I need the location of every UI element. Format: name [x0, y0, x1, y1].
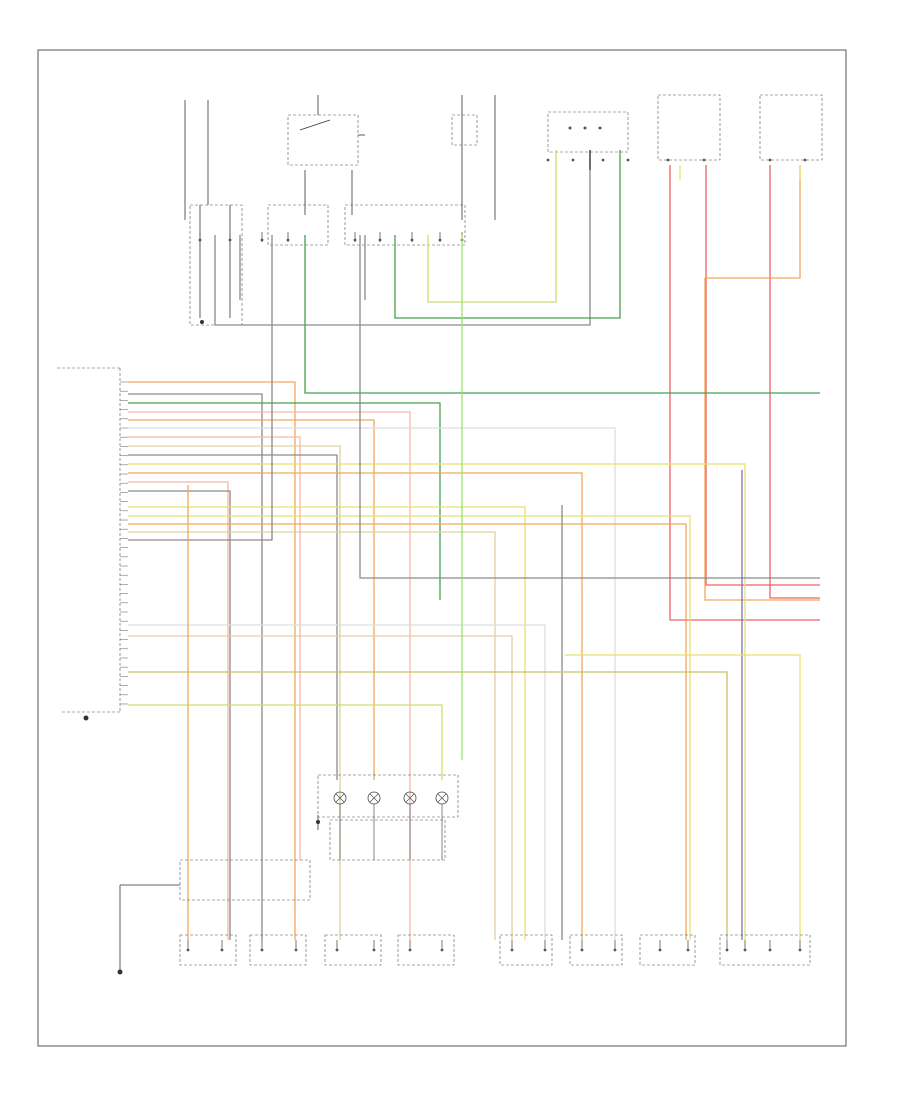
bottom-pin-terminal	[725, 948, 729, 952]
fuse-right	[451, 95, 496, 220]
bottom-pin-terminal	[743, 948, 747, 952]
lamp-icon	[435, 791, 449, 805]
right-component-1	[657, 94, 721, 161]
pin-terminal	[666, 158, 670, 162]
bottom-pin-terminal	[543, 948, 547, 952]
top-left-supply	[184, 100, 243, 326]
module-pin-column	[120, 381, 128, 705]
ground-icon	[316, 820, 320, 824]
bottom-pin-terminal	[613, 948, 617, 952]
pin-terminal	[803, 158, 807, 162]
diag-cluster	[316, 774, 459, 860]
bottom-pin-terminal	[408, 948, 412, 952]
ground-icon	[117, 969, 123, 975]
bottom-pin-terminal	[768, 948, 772, 952]
wire-harness	[55, 150, 820, 940]
ground-icon	[83, 715, 89, 721]
bottom-pin-terminal	[372, 948, 376, 952]
pin-terminal	[378, 238, 382, 242]
pin-terminal	[286, 238, 290, 242]
bottom-pin-terminal	[335, 948, 339, 952]
right-component-2	[759, 94, 823, 161]
ground-icon	[200, 320, 204, 324]
pin-terminal	[626, 158, 630, 162]
pin-terminal	[438, 238, 442, 242]
bottom-pin-terminal	[186, 948, 190, 952]
pin-terminal	[353, 238, 357, 242]
relay-box	[547, 111, 629, 153]
pin-terminal	[601, 158, 605, 162]
bottom-pin-terminal	[580, 948, 584, 952]
bottom-pin-terminal	[440, 948, 444, 952]
bottom-pin-terminal	[220, 948, 224, 952]
pin-terminal	[260, 238, 264, 242]
pin-terminal	[198, 238, 202, 242]
bottom-pin-terminal	[798, 948, 802, 952]
bottom-pin-terminal	[510, 948, 514, 952]
pin-terminal	[546, 158, 550, 162]
bottom-pin-terminal	[686, 948, 690, 952]
bottom-pin-terminal	[294, 948, 298, 952]
connector-pin-stubs	[198, 158, 807, 242]
diagram-frame	[37, 49, 847, 1047]
lamp-icon	[367, 791, 381, 805]
pin-terminal	[702, 158, 706, 162]
pin-terminal	[228, 238, 232, 242]
bottom-pin-terminal	[260, 948, 264, 952]
bottom-pin-labels	[186, 940, 802, 952]
central-switch-box	[267, 95, 466, 246]
pin-terminal	[768, 158, 772, 162]
bottom-pin-terminal	[658, 948, 662, 952]
bottom-connector-row	[117, 819, 811, 975]
pin-terminal	[410, 238, 414, 242]
pin-terminal	[571, 158, 575, 162]
